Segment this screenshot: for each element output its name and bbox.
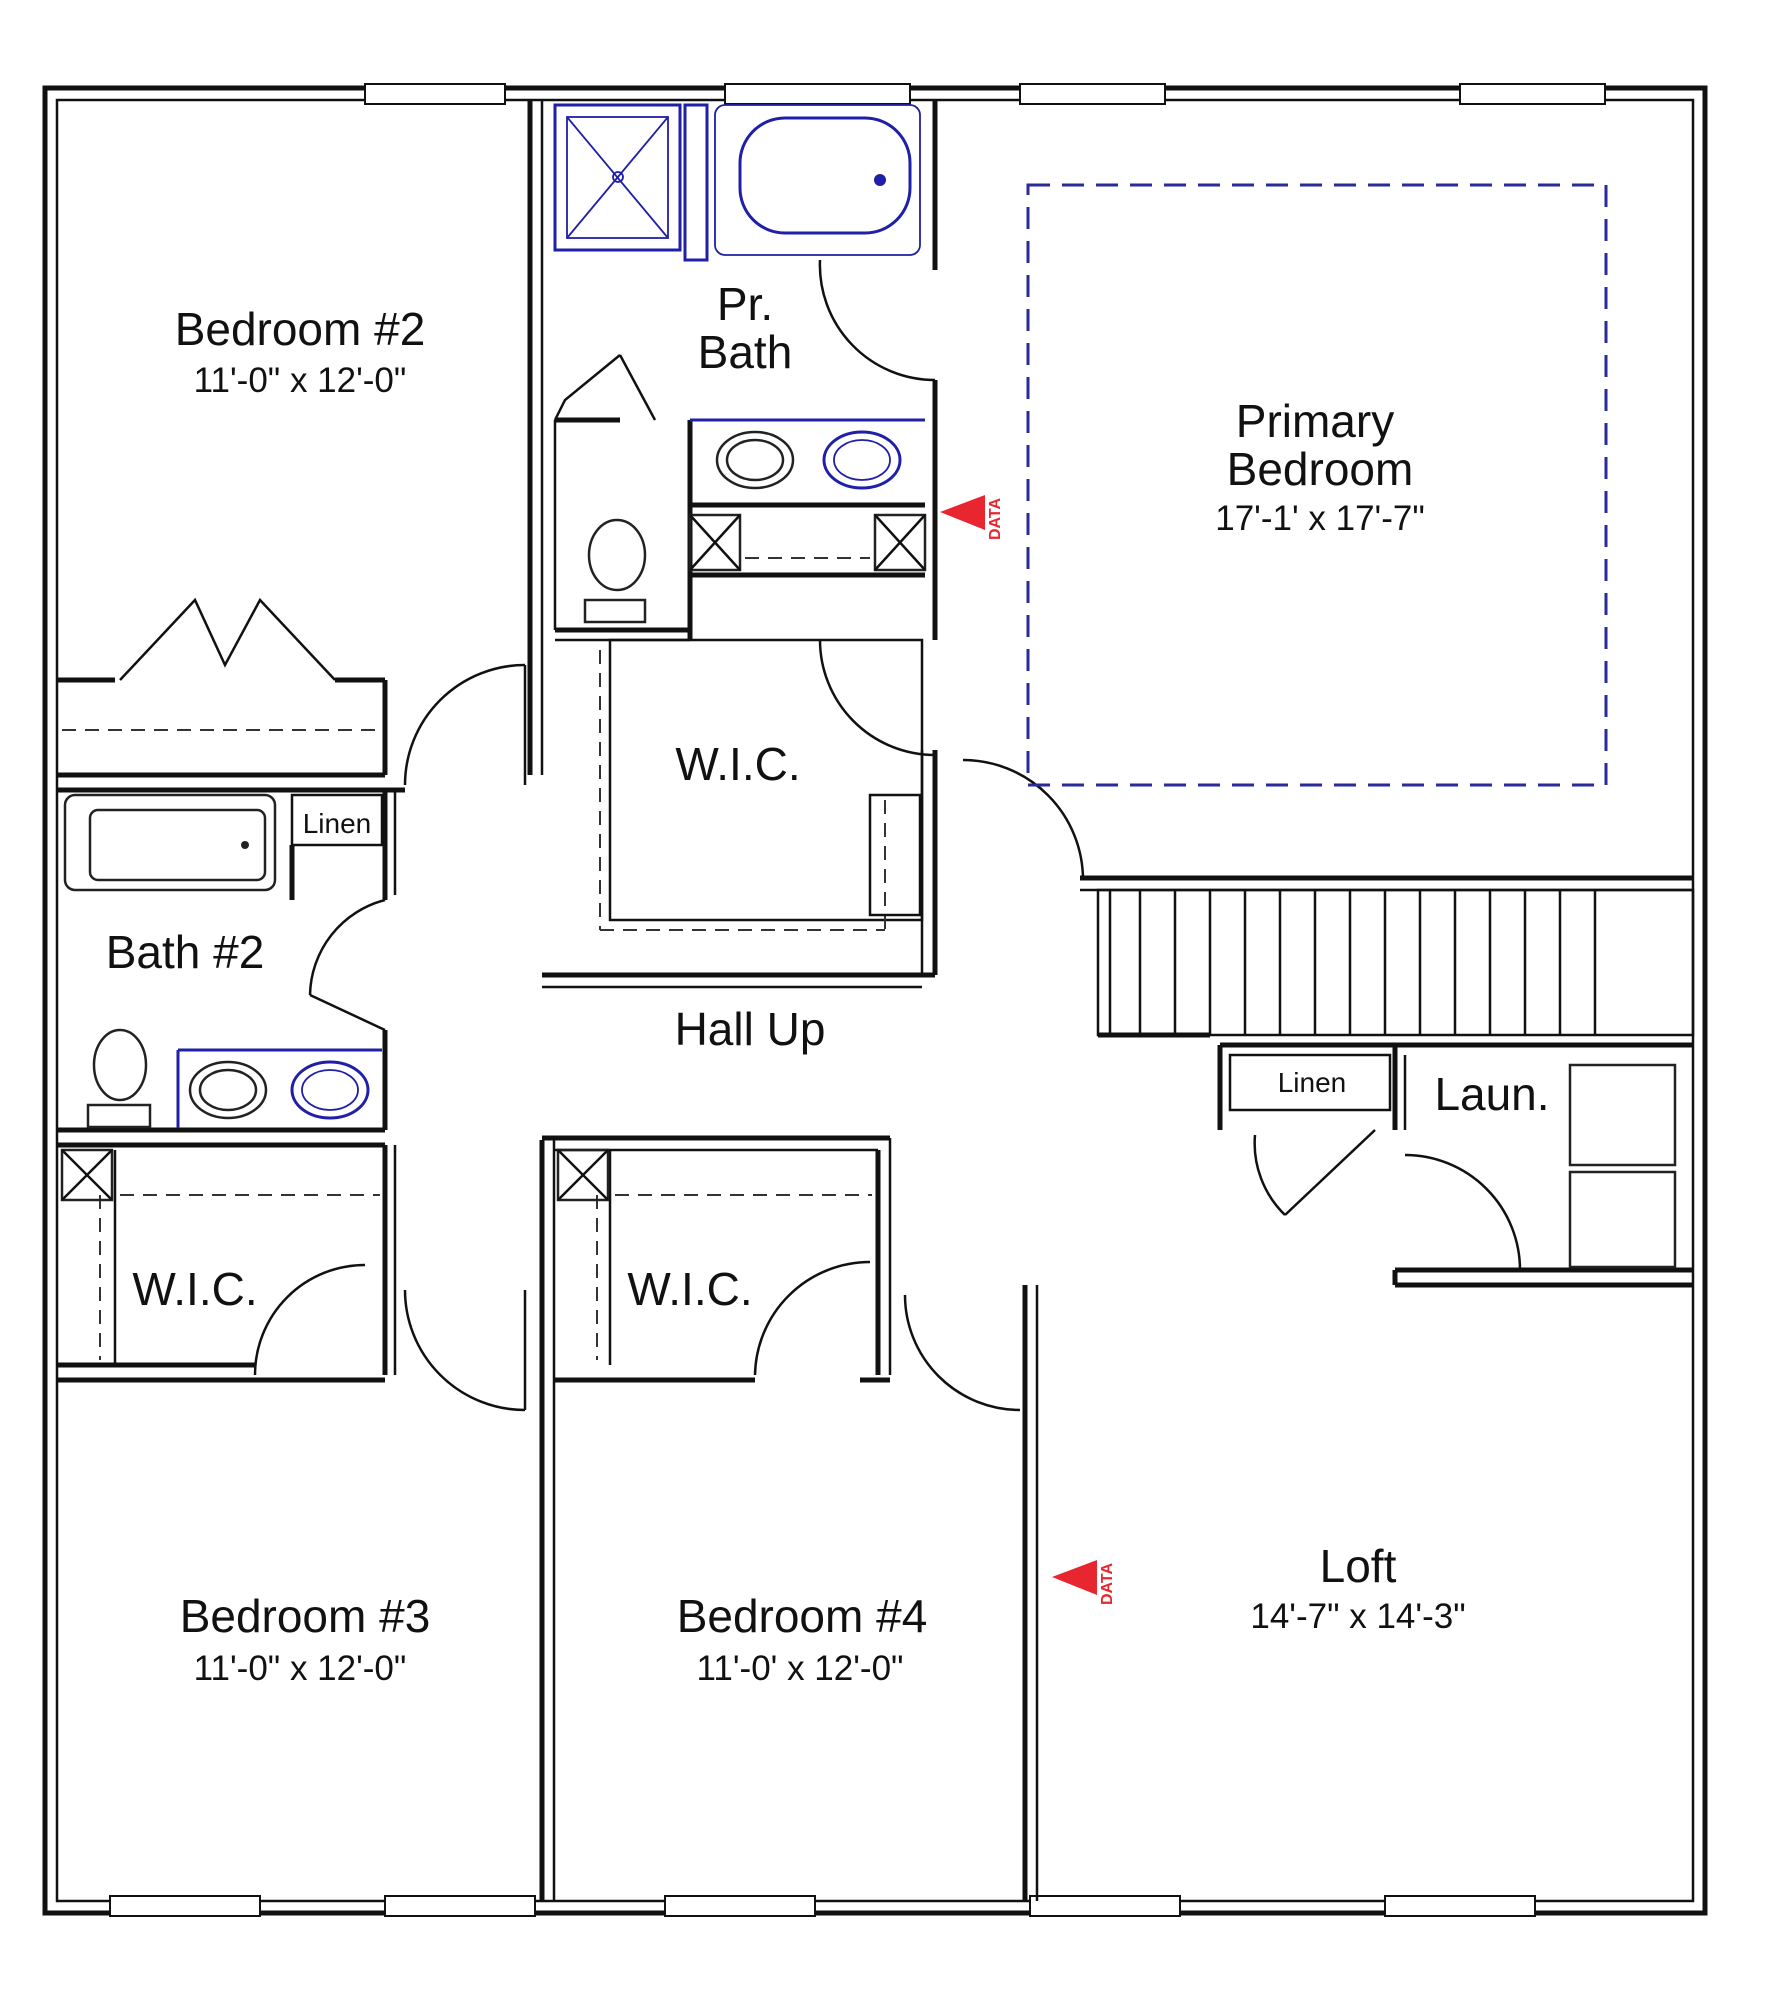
data-marker-label: DATA xyxy=(987,497,1004,540)
windows xyxy=(109,83,1606,1917)
wic-bed3-name: W.I.C. xyxy=(132,1263,257,1315)
bedroom2-name: Bedroom #2 xyxy=(175,303,426,355)
stair xyxy=(1096,888,1695,1037)
primary-bedroom-size: 17'-1' x 17'-7" xyxy=(1215,499,1425,538)
pr-bath-name-line1: Pr. xyxy=(717,278,773,330)
room-labels: Bedroom #2 11'-0" x 12'-0" Pr. Bath Prim… xyxy=(106,278,1550,1688)
primary-bedroom-name-line1: Primary xyxy=(1236,395,1394,447)
data-marker-primary: DATA xyxy=(940,495,1004,540)
bedroom4-size: 11'-0' x 12'-0" xyxy=(697,1649,904,1688)
ceiling-outline xyxy=(1026,183,1608,787)
bedroom3-size: 11'-0" x 12'-0" xyxy=(194,1649,407,1688)
bedroom2-size: 11'-0" x 12'-0" xyxy=(194,361,407,400)
linen-hall-name: Linen xyxy=(303,808,372,839)
loft-name: Loft xyxy=(1320,1540,1397,1592)
wic-bed4-name: W.I.C. xyxy=(627,1263,752,1315)
data-marker-label: DATA xyxy=(1099,1562,1116,1605)
data-marker-loft: DATA xyxy=(1052,1560,1116,1605)
wic-primary-name: W.I.C. xyxy=(675,738,800,790)
pr-bath-name-line2: Bath xyxy=(698,326,793,378)
fixtures xyxy=(60,103,927,1202)
hall-name: Hall Up xyxy=(675,1003,826,1055)
bedroom3-name: Bedroom #3 xyxy=(180,1590,431,1642)
bedroom4-name: Bedroom #4 xyxy=(677,1590,928,1642)
linen-laundry-name: Linen xyxy=(1278,1067,1347,1098)
laundry-name: Laun. xyxy=(1434,1068,1549,1120)
loft-size: 14'-7" x 14'-3" xyxy=(1250,1597,1465,1636)
bath2-name: Bath #2 xyxy=(106,926,265,978)
door-swings xyxy=(119,259,1522,1412)
primary-bedroom-name-line2: Bedroom xyxy=(1227,443,1414,495)
